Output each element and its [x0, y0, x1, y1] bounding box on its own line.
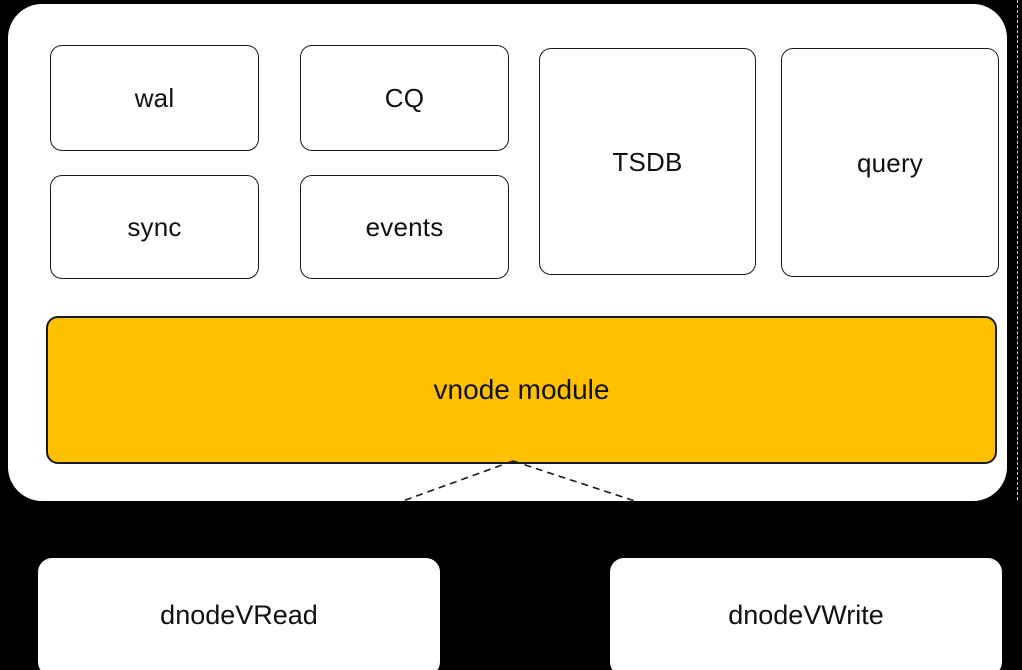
dnode-label-vwrite: dnodeVWrite [728, 600, 884, 630]
module-box-events[interactable]: events [300, 175, 509, 279]
module-label-tsdb: TSDB [612, 146, 683, 177]
module-label-query: query [856, 147, 924, 178]
module-label-wal: wal [134, 83, 175, 113]
slide-guide-line [1017, 0, 1018, 500]
dnode-box-vread[interactable]: dnodeVRead [38, 558, 440, 670]
module-box-tsdb[interactable]: TSDB [539, 48, 756, 275]
dnode-label-vread: dnodeVRead [160, 600, 318, 630]
vnode-container: wal CQ sync events TSDB query vnode modu… [8, 4, 1007, 501]
vnode-module-bar[interactable]: vnode module [46, 316, 997, 464]
module-box-wal[interactable]: wal [50, 45, 259, 151]
vnode-module-bar-label: vnode module [433, 374, 610, 405]
module-box-cq[interactable]: CQ [300, 45, 509, 151]
module-label-sync: sync [127, 212, 182, 242]
module-label-events: events [365, 212, 444, 242]
dnode-box-vwrite[interactable]: dnodeVWrite [610, 558, 1002, 670]
module-label-cq: CQ [384, 83, 425, 113]
module-box-sync[interactable]: sync [50, 175, 259, 279]
module-box-query[interactable]: query [781, 48, 999, 277]
